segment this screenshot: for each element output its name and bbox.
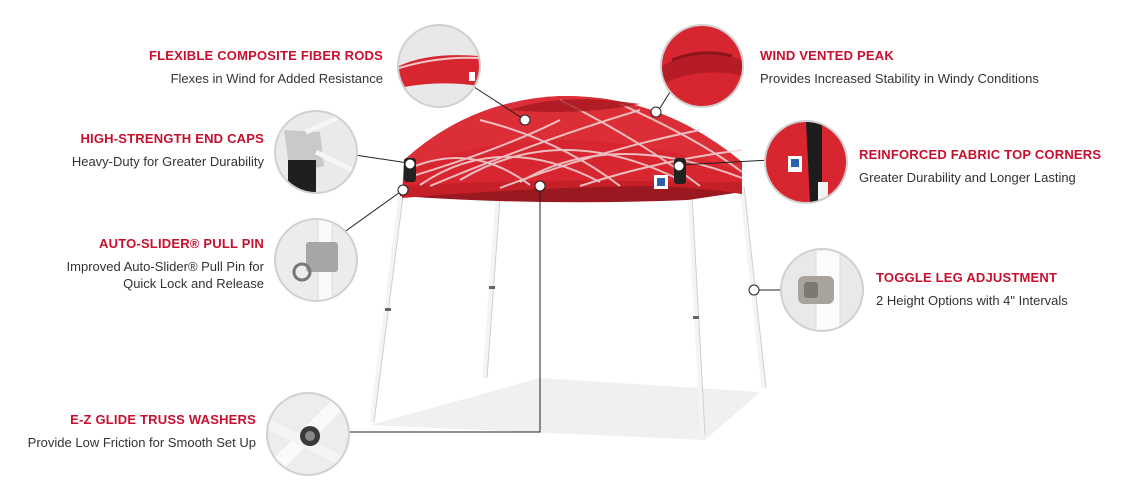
detail-circle-pin	[274, 218, 358, 302]
feature-toggle-leg-adjustment: TOGGLE LEG ADJUSTMENT 2 Height Options w…	[876, 270, 1136, 309]
feature-title: HIGH-STRENGTH END CAPS	[80, 131, 264, 146]
feature-title: FLEXIBLE COMPOSITE FIBER RODS	[148, 48, 383, 63]
feature-flexible-composite-fiber-rods: FLEXIBLE COMPOSITE FIBER RODS Flexes in …	[3, 48, 383, 87]
feature-high-strength-end-caps: HIGH-STRENGTH END CAPS Heavy-Duty for Gr…	[0, 131, 264, 170]
feature-desc: Provide Low Friction for Smooth Set Up	[27, 435, 256, 450]
detail-circle-peak	[660, 24, 744, 108]
legs	[369, 185, 767, 436]
feature-desc: Heavy-Duty for Greater Durability	[71, 154, 264, 169]
detail-circle-corners	[764, 120, 848, 204]
feature-e-z-glide-truss-washers: E-Z GLIDE TRUSS WASHERS Provide Low Fric…	[0, 412, 256, 451]
feature-title: TOGGLE LEG ADJUSTMENT	[876, 270, 1058, 285]
feature-desc: Greater Durability and Longer Lasting	[859, 170, 1076, 185]
feature-title: WIND VENTED PEAK	[760, 48, 894, 63]
feature-title: REINFORCED FABRIC TOP CORNERS	[859, 147, 1102, 162]
feature-desc-line: Quick Lock and Release	[123, 276, 264, 291]
feature-desc: Provides Increased Stability in Windy Co…	[760, 71, 1039, 86]
feature-desc: Improved Auto-Slider® Pull Pin for Quick…	[0, 258, 264, 292]
feature-desc: Flexes in Wind for Added Resistance	[170, 71, 383, 86]
detail-circle-toggle	[780, 248, 864, 332]
detail-circle-washers	[266, 392, 350, 476]
detail-circle-caps	[274, 110, 358, 194]
feature-desc: 2 Height Options with 4" Intervals	[876, 293, 1068, 308]
feature-title: E-Z GLIDE TRUSS WASHERS	[70, 412, 256, 427]
detail-circle-rods	[397, 24, 481, 108]
feature-reinforced-fabric-top-corners: REINFORCED FABRIC TOP CORNERS Greater Du…	[859, 147, 1139, 186]
feature-wind-vented-peak: WIND VENTED PEAK Provides Increased Stab…	[760, 48, 1140, 87]
feature-auto-slider-pull-pin: AUTO-SLIDER® PULL PIN Improved Auto-Slid…	[0, 236, 264, 292]
feature-title: AUTO-SLIDER® PULL PIN	[99, 236, 264, 251]
feature-desc-line: Improved Auto-Slider® Pull Pin for	[66, 259, 264, 274]
